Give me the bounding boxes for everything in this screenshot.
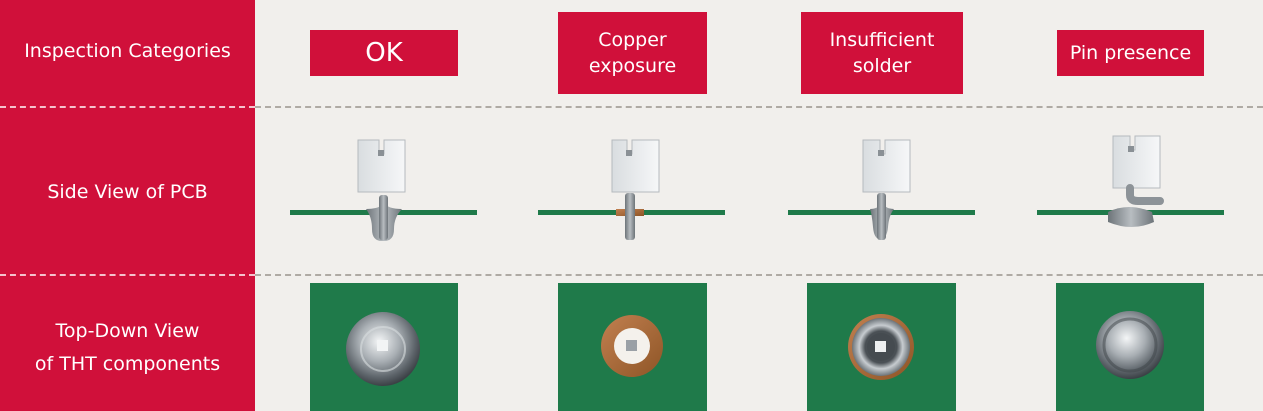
row-label-side-view: Side View of PCB (47, 181, 208, 203)
side-view-insufficient-solder (788, 139, 975, 240)
category-label: Pin presence (1069, 42, 1192, 64)
side-view-pin-presence (1037, 135, 1224, 227)
category-label: OK (365, 38, 403, 68)
top-view-pin-presence (1056, 283, 1204, 411)
top-view-copper-exposure (558, 283, 707, 411)
side-view-ok (290, 139, 477, 241)
top-view-insufficient-solder (807, 283, 956, 411)
category-copper-exposure: Copper exposure (558, 12, 707, 94)
row-divider (0, 106, 255, 108)
category-pin-presence: Pin presence (1057, 30, 1204, 76)
row-divider (255, 106, 1263, 108)
top-view-ok (310, 283, 458, 411)
category-ok: OK (310, 30, 458, 76)
row-divider (0, 274, 255, 276)
row-label-inspection-categories: Inspection Categories (24, 40, 231, 62)
category-insufficient-solder: Insufficient solder (801, 12, 963, 94)
row-header-column (0, 0, 255, 411)
category-label: exposure (588, 55, 677, 77)
category-label: Insufficient (829, 29, 935, 51)
row-label-top-view-line1: Top-Down View (55, 320, 200, 342)
category-label: solder (852, 55, 912, 77)
side-view-copper-exposure (538, 139, 725, 240)
row-divider (255, 274, 1263, 276)
category-label: Copper (598, 29, 667, 51)
row-label-top-view-line2: of THT components (34, 353, 221, 375)
